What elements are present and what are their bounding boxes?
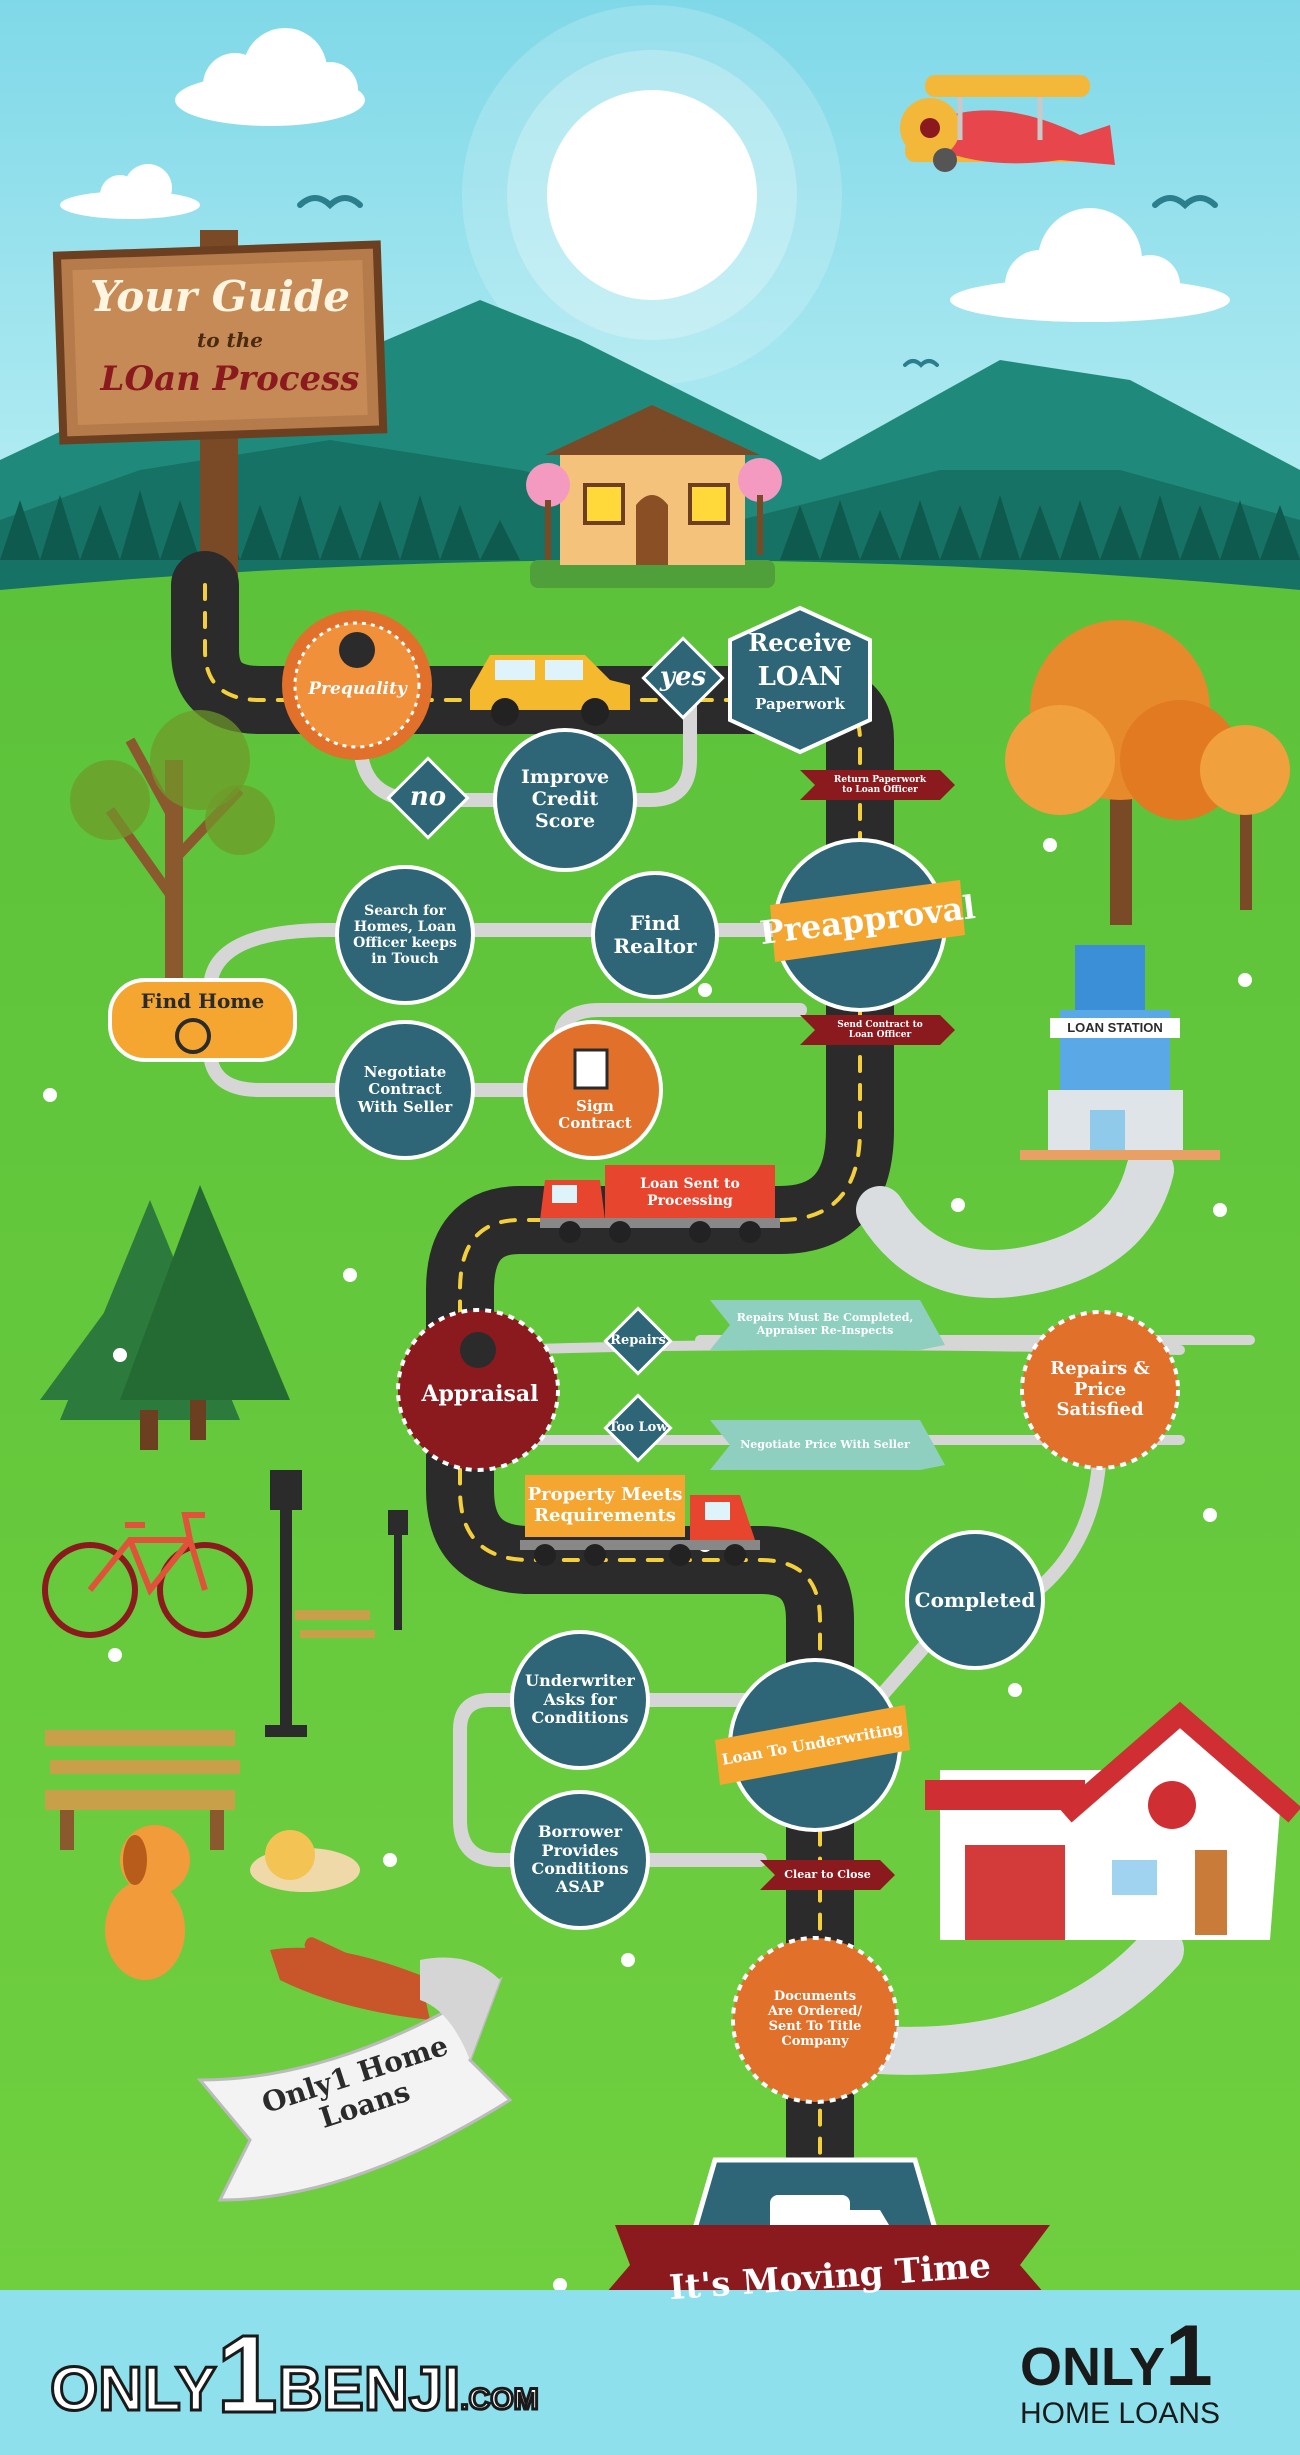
- repairs-satisfied-label: Repairs & Price Satisfied: [1050, 1357, 1150, 1421]
- loan-underwriting-ribbon: [715, 1705, 910, 1785]
- repairs-must-label: Repairs Must Be Completed, Appraiser Re-…: [736, 1311, 914, 1337]
- brand-right-top: ONLY 1: [1020, 2308, 1260, 2404]
- top-house: [526, 405, 782, 588]
- find-home-label: Find Home: [140, 988, 265, 1013]
- negotiate-price-label: Negotiate Price With Seller: [740, 1437, 910, 1451]
- underwriter-badge: [510, 1630, 650, 1770]
- no-label: no: [409, 782, 447, 813]
- sign-title-line1: Your Guide: [89, 272, 351, 322]
- pale-roads: [856, 1146, 1184, 2075]
- improve-credit-label: Improve Credit Score: [520, 766, 610, 832]
- sign-title-line2: to the: [196, 327, 264, 352]
- prequalify-badge: [282, 610, 432, 760]
- borrower-badge: [510, 1790, 650, 1930]
- preapproval-ribbon: [770, 880, 965, 962]
- documents-badge: [731, 1936, 899, 2104]
- find-realtor-label: Find Realtor: [613, 911, 697, 958]
- bottom-house: [925, 1701, 1300, 1940]
- receive-loan-line3: Paperwork: [755, 694, 845, 713]
- forest: [0, 490, 1300, 560]
- dog-icon: [105, 1825, 360, 1980]
- bicycle-icon: [42, 1512, 253, 1638]
- negotiate-contract-label: Negotiate Contract With Seller: [357, 1063, 453, 1116]
- brand-left-c: BENJI: [276, 2354, 462, 2426]
- brand-left-b: 1: [215, 2313, 279, 2436]
- ribbon-banner: [196, 1957, 513, 2202]
- improve-credit-badge: [493, 728, 637, 872]
- sign-contract-badge: [523, 1020, 663, 1160]
- brand-right-b: 1: [1165, 2308, 1213, 2404]
- magnifier-icon: [175, 1018, 211, 1054]
- too-low-label: Too Low: [608, 1419, 668, 1435]
- property-meets-label: Property Meets Requirements: [527, 1483, 683, 1526]
- too-low-diamond: [603, 1393, 673, 1463]
- negotiate-price-banner: [710, 1420, 945, 1470]
- receive-loan-line2: LOAN: [757, 661, 843, 692]
- brand-right-a: ONLY: [1020, 2337, 1166, 2397]
- orange-truck-icon: [520, 1475, 760, 1566]
- lamp-post-icon: [265, 1470, 408, 1737]
- brand-left-a: ONLY: [49, 2354, 219, 2426]
- brand-right-c: HOME LOANS: [1020, 2397, 1221, 2430]
- car-icon: [470, 655, 630, 726]
- loan-station-label: LOAN STATION: [1050, 1018, 1180, 1038]
- brand-right[interactable]: ONLY 1 HOME LOANS: [1020, 2308, 1260, 2445]
- autumn-tree-icon: [1005, 620, 1290, 925]
- brand-left[interactable]: ONLY 1 BENJI .COM: [49, 2313, 541, 2436]
- brand-left-d: .COM: [459, 2382, 540, 2418]
- repairs-diamond: [603, 1306, 673, 1376]
- repairs-must-banner: [710, 1300, 945, 1350]
- receive-loan-badge: [728, 605, 872, 755]
- documents-label: Documents Are Ordered/ Sent To Title Com…: [767, 1989, 863, 2049]
- completed-label: Completed: [914, 1587, 1036, 1612]
- signpost: [52, 230, 388, 590]
- sign-title-line3: LOan Process: [100, 359, 360, 400]
- completed-badge: [905, 1530, 1045, 1670]
- red-truck-icon: [540, 1165, 780, 1243]
- biplane-icon: [900, 75, 1115, 172]
- send-contract-ribbon: [800, 1015, 955, 1045]
- search-homes-label: Search for Homes, Loan Officer keeps in …: [353, 902, 457, 968]
- sign-contract-label: Sign Contract: [558, 1096, 632, 1132]
- clear-to-close-ribbon: [760, 1860, 895, 1890]
- appraisal-badge: [396, 1308, 560, 1472]
- underwriter-label: Underwriter Asks for Conditions: [525, 1671, 635, 1728]
- send-contract-label: Send Contract to Loan Officer: [837, 1019, 923, 1040]
- small-plane-icon: [270, 1937, 430, 2020]
- appraisal-label: Appraisal: [421, 1381, 539, 1408]
- search-homes-badge: [335, 865, 475, 1005]
- bird-icon: [297, 195, 1218, 368]
- return-paperwork-ribbon: [800, 770, 955, 800]
- repairs-satisfied-badge: [1020, 1310, 1180, 1470]
- pine-tree-icon: [40, 1185, 290, 1450]
- loan-processing-label: Loan Sent to Processing: [640, 1176, 740, 1209]
- negotiate-contract-badge: [335, 1020, 475, 1160]
- no-diamond: [386, 756, 470, 840]
- return-paperwork-label: Return Paperwork to Loan Officer: [833, 774, 927, 795]
- yes-diamond: [641, 636, 725, 720]
- find-realtor-badge: [591, 871, 719, 999]
- receive-loan-line1: Receive: [748, 627, 852, 657]
- sun-icon: [462, 5, 842, 385]
- bench-icon: [45, 1610, 375, 1850]
- tree-icon: [70, 710, 275, 990]
- borrower-label: Borrower Provides Conditions ASAP: [531, 1822, 629, 1897]
- cloud-icon: [60, 28, 1230, 322]
- footer-strip: [0, 2290, 1300, 2455]
- prequalify-label: Prequality: [308, 679, 407, 700]
- clear-to-close-label: Clear to Close: [784, 1867, 871, 1881]
- repairs-label: Repairs: [610, 1332, 666, 1348]
- yes-label: yes: [659, 662, 707, 693]
